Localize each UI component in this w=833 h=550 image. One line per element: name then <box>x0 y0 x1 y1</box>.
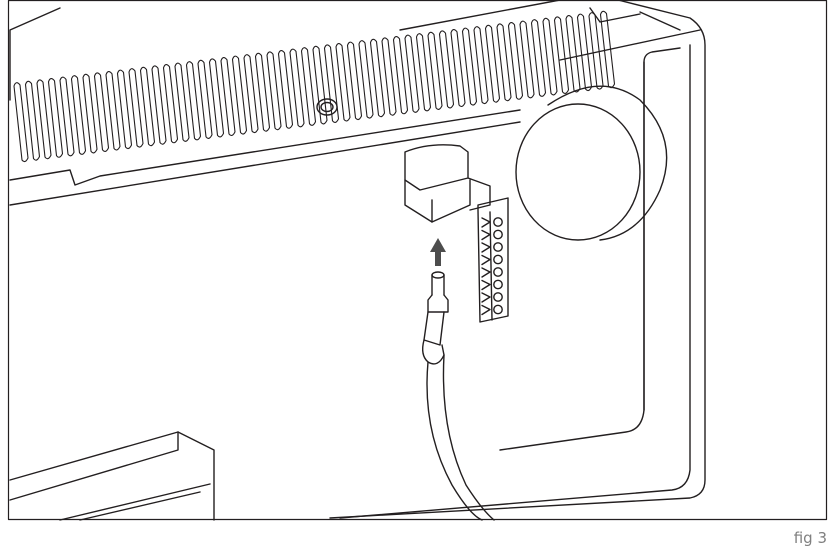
vent-slot <box>438 30 455 109</box>
vent-slot <box>162 64 179 144</box>
terminal-screw <box>493 217 503 227</box>
vent-slot <box>530 19 547 97</box>
vent-slot <box>381 37 397 116</box>
vent-slot <box>323 44 340 123</box>
vent-slot <box>254 52 271 132</box>
vent-slot <box>116 69 133 150</box>
vent-slot <box>565 15 581 93</box>
terminal-screw <box>493 254 503 265</box>
base-block <box>9 431 215 521</box>
vent-slot <box>300 47 317 126</box>
vent-slot <box>208 58 225 138</box>
vent-slot <box>576 13 593 92</box>
vent-slot <box>312 45 328 125</box>
vent-slot <box>542 17 558 96</box>
vent-slot <box>496 23 512 102</box>
terminal-notch <box>481 292 491 303</box>
terminal-notch <box>481 254 491 266</box>
terminal-screw <box>493 267 503 277</box>
vent-slot <box>59 76 75 157</box>
vent-slot <box>507 22 524 100</box>
power-jack-housing <box>404 144 491 223</box>
vent-slot <box>358 40 374 119</box>
terminal-screw <box>493 304 503 315</box>
vent-slot <box>174 62 190 142</box>
vent-slot <box>47 78 64 158</box>
mounting-hole <box>316 98 338 116</box>
ventilation-slots <box>13 10 616 163</box>
vent-slot <box>346 41 363 121</box>
vent-slot <box>13 82 29 163</box>
vent-slot <box>24 80 41 161</box>
vent-slot <box>392 36 409 115</box>
vent-slot <box>461 27 478 106</box>
figure-frame <box>7 0 828 521</box>
control-knob <box>515 85 668 241</box>
vent-slot <box>128 68 144 148</box>
vent-slot <box>369 38 386 118</box>
vent-slot <box>105 71 121 151</box>
terminal-notch <box>481 267 491 278</box>
terminal-notch <box>481 229 491 241</box>
vent-slot <box>277 50 294 129</box>
vent-slot <box>450 29 466 108</box>
vent-slot <box>553 16 570 94</box>
vent-slot <box>93 72 110 152</box>
terminal-block <box>477 197 509 323</box>
vent-slot <box>427 31 443 110</box>
terminal-notch <box>481 242 491 253</box>
vent-slot <box>151 65 167 145</box>
vent-slot <box>484 24 501 103</box>
terminal-screw <box>493 292 503 302</box>
vent-slot <box>266 51 282 131</box>
vent-slot <box>404 34 420 113</box>
terminal-notch <box>481 304 491 316</box>
vent-slot <box>70 75 87 155</box>
vent-slot <box>139 66 156 147</box>
dc-plug-cable <box>421 271 495 521</box>
vent-slot <box>220 57 236 137</box>
vent-slot <box>185 61 202 141</box>
insert-arrow <box>430 238 446 266</box>
vent-slot <box>231 55 248 135</box>
vent-slot <box>415 33 432 112</box>
terminal-screw <box>493 229 503 240</box>
vent-slot <box>588 12 604 90</box>
terminal-notch <box>481 217 491 228</box>
vent-slot <box>519 20 535 99</box>
vent-slot <box>82 73 98 154</box>
figure-caption: fig 3 <box>793 529 827 547</box>
vent-slot <box>335 43 351 122</box>
terminal-screw <box>493 279 503 290</box>
terminal-notch <box>481 279 491 291</box>
device-housing <box>9 0 706 519</box>
vent-slot <box>289 48 305 128</box>
vent-slot <box>473 26 489 105</box>
vent-slot <box>243 54 259 134</box>
vent-slot <box>197 59 213 139</box>
terminal-screw <box>493 242 503 252</box>
vent-slot <box>36 79 52 160</box>
